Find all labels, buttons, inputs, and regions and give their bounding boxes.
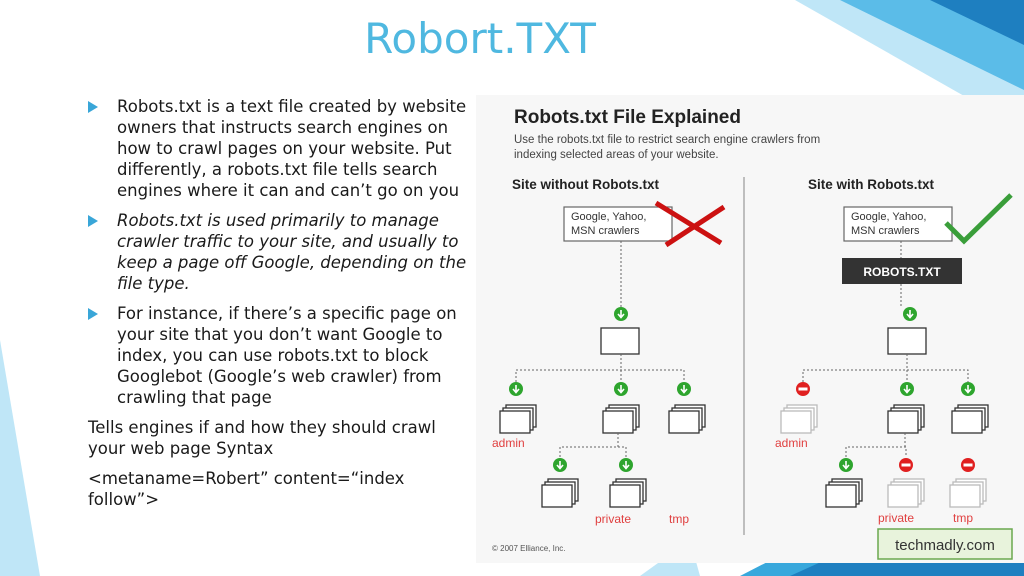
left-tree: Google, Yahoo, MSN crawlers admin privat… [492,200,726,526]
block-icon [961,458,975,472]
left-column-heading: Site without Robots.txt [512,177,659,192]
allow-icon [508,381,524,397]
folder-icon [668,404,706,434]
slide-body: Robots.txt is a text file created by web… [88,96,472,519]
folder-icon [499,404,537,434]
green-check-icon [944,193,1013,245]
copyright-note: © 2007 Elliance, Inc. [492,544,566,553]
folder-label-tmp: tmp [669,512,689,526]
crawler-label: Google, Yahoo, [571,211,646,223]
folder-icon [949,478,987,508]
bullet-text: Robots.txt is a text file created by web… [117,97,467,200]
folder-icon [951,404,989,434]
bullet-arrow-icon [88,308,98,320]
block-icon [796,382,810,396]
robots-txt-label: ROBOTS.TXT [863,265,941,279]
folder-icon [887,404,925,434]
allow-icon [613,306,629,322]
folder-icon [825,478,863,508]
figure-subtitle: indexing selected areas of your website. [514,149,719,161]
bullet-item: Robots.txt is a text file created by web… [88,96,472,201]
bullet-item: For instance, if there’s a specific page… [88,303,472,408]
bullet-arrow-icon [88,101,98,113]
slide-title: Robort.TXT [364,14,596,63]
bullet-arrow-icon [88,215,98,227]
robots-diagram-image: Robots.txt File Explained Use the robots… [476,95,1024,563]
bullet-text: Robots.txt is used primarily to manage c… [117,211,467,293]
folder-icon [887,478,925,508]
watermark-box [877,528,1013,560]
allow-icon [552,457,568,473]
paragraph: Tells engines if and how they should cra… [88,418,436,458]
folder-icon [602,404,640,434]
folder-icon [780,404,818,434]
allow-icon [618,457,634,473]
allow-icon [613,381,629,397]
allow-icon [838,457,854,473]
allow-icon [676,381,692,397]
red-cross-icon [654,200,726,248]
figure-subtitle: Use the robots.txt file to restrict sear… [514,134,820,146]
paragraph: <metaname=Robert” content=“index follow”… [88,469,405,509]
folder-icon [541,478,579,508]
folder-label-private: private [595,512,631,526]
crawler-label: MSN crawlers [571,225,640,237]
crawler-label: MSN crawlers [851,225,920,237]
allow-icon [899,381,915,397]
robots-txt-box [842,258,962,284]
block-icon [899,458,913,472]
watermark-text: techmadly.com [895,537,995,554]
folder-label-admin: admin [492,436,525,450]
robots-diagram-svg: Robots.txt File Explained Use the robots… [492,107,1013,560]
bullet-text: For instance, if there’s a specific page… [117,304,457,407]
folder-label-admin: admin [775,436,808,450]
folder-label-tmp: tmp [953,511,973,525]
crawler-label: Google, Yahoo, [851,211,926,223]
folder-icon [609,478,647,508]
bullet-item: Robots.txt is used primarily to manage c… [88,210,472,294]
right-tree: Google, Yahoo, MSN crawlers ROBOTS.TXT a… [775,193,1013,525]
allow-icon [902,306,918,322]
folder-label-private: private [878,511,914,525]
allow-icon [960,381,976,397]
right-column-heading: Site with Robots.txt [808,177,935,192]
figure-heading: Robots.txt File Explained [514,107,741,128]
